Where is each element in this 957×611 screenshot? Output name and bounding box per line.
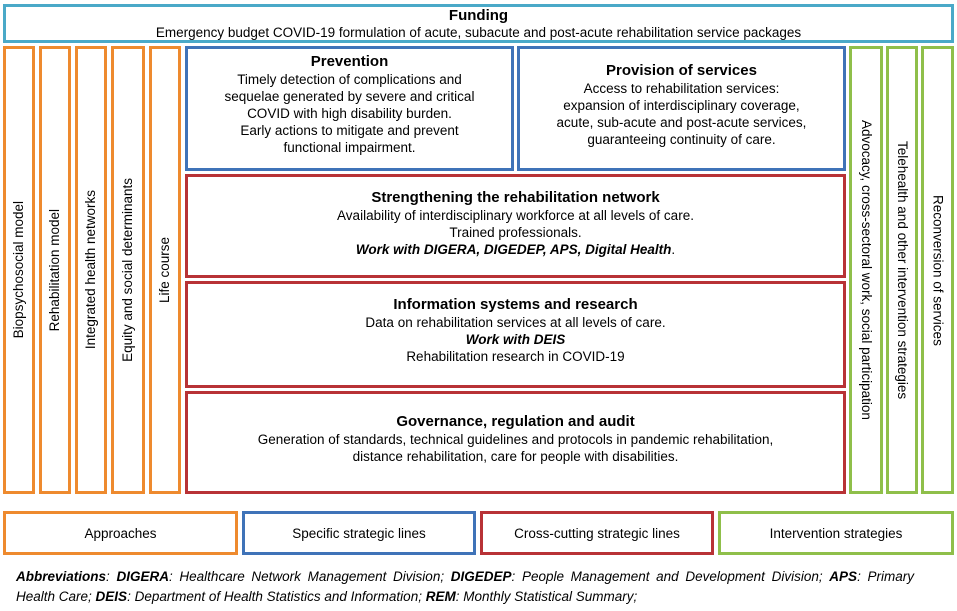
- information-title: Information systems and research: [393, 296, 638, 313]
- strengthening-box: Strengthening the rehabilitation network…: [185, 174, 846, 278]
- funding-title: Funding: [448, 7, 509, 24]
- governance-title: Governance, regulation and audit: [396, 413, 635, 430]
- provision-line: expansion of interdisciplinary coverage,: [563, 98, 800, 113]
- governance-box: Governance, regulation and audit Generat…: [185, 391, 846, 494]
- provision-line: acute, sub-acute and post-acute services…: [556, 115, 807, 130]
- abbreviations: Abbreviations: DIGERA: Healthcare Networ…: [16, 569, 914, 604]
- abbr-term: APS: [829, 569, 858, 584]
- approach-label: Rehabilitation model: [47, 208, 62, 332]
- legend-approaches-label: Approaches: [84, 525, 157, 541]
- abbr-definition: : People Management and Development Divi…: [511, 569, 830, 584]
- strengthening-title: Strengthening the rehabilitation network: [371, 189, 660, 206]
- approach-label: Integrated health networks: [83, 190, 98, 350]
- provision-box: Provision of services Access to rehabili…: [517, 46, 846, 171]
- governance-line: distance rehabilitation, care for people…: [352, 449, 679, 464]
- information-box: Information systems and research Data on…: [185, 281, 846, 388]
- strengthening-line: Availability of interdisciplinary workfo…: [337, 208, 694, 223]
- approach-life-course: Life course: [149, 46, 181, 494]
- governance-line: Generation of standards, technical guide…: [257, 432, 774, 447]
- provision-title: Provision of services: [606, 62, 757, 79]
- abbr-definition: : Department of Health Statistics and In…: [127, 589, 426, 604]
- approach-integrated-networks: Integrated health networks: [75, 46, 107, 494]
- intervention-label: Reconversion of services: [930, 194, 946, 346]
- strengthening-work-end: .: [671, 242, 676, 257]
- approach-rehabilitation: Rehabilitation model: [39, 46, 71, 494]
- abbr-term: DEIS: [95, 589, 128, 604]
- intervention-label: Advocacy, cross-sectoral work, social pa…: [859, 120, 874, 420]
- strengthening-work: Work with DIGERA, DIGEDEP, APS, Digital …: [355, 242, 672, 257]
- prevention-line: sequelae generated by severe and critica…: [224, 89, 475, 104]
- funding-text: Emergency budget COVID-19 formulation of…: [155, 25, 802, 40]
- legend-intervention-label: Intervention strategies: [769, 525, 903, 541]
- prevention-line: COVID with high disability burden.: [247, 106, 452, 121]
- legend-cross-label: Cross-cutting strategic lines: [514, 525, 680, 541]
- abbr-definition: : Monthly Statistical Summary;: [455, 589, 638, 604]
- legend-intervention: Intervention strategies: [718, 511, 954, 555]
- information-work: Work with DEIS: [465, 332, 566, 347]
- intervention-label: Telehealth and other intervention strate…: [895, 140, 910, 400]
- strengthening-line: Trained professionals.: [449, 225, 582, 240]
- intervention-advocacy: Advocacy, cross-sectoral work, social pa…: [849, 46, 883, 494]
- approach-label: Equity and social determinants: [120, 178, 135, 362]
- abbr-term: DIGEDEP: [450, 569, 512, 584]
- strengthening-work-line: Work with DIGERA, DIGEDEP, APS, Digital …: [188, 241, 843, 258]
- prevention-box: Prevention Timely detection of complicat…: [185, 46, 514, 171]
- abbr-term: DIGERA: [116, 569, 169, 584]
- information-line: Rehabilitation research in COVID-19: [406, 349, 625, 364]
- intervention-reconversion: Reconversion of services: [921, 46, 954, 494]
- prevention-line: Early actions to mitigate and prevent: [240, 123, 459, 138]
- legend-approaches: Approaches: [3, 511, 238, 555]
- abbr-term: REM: [425, 589, 456, 604]
- prevention-line: Timely detection of complications and: [237, 72, 462, 87]
- funding-box: Funding Emergency budget COVID-19 formul…: [3, 4, 954, 43]
- legend-cross-cutting: Cross-cutting strategic lines: [480, 511, 714, 555]
- abbr-definition: : Primary Health Care;: [16, 569, 914, 604]
- approach-equity: Equity and social determinants: [111, 46, 145, 494]
- prevention-title: Prevention: [310, 53, 389, 70]
- provision-line: Access to rehabilitation services:: [583, 81, 780, 96]
- provision-line: guaranteeing continuity of care.: [587, 132, 776, 147]
- approach-biopsychosocial: Biopsychosocial model: [3, 46, 35, 494]
- legend-specific: Specific strategic lines: [242, 511, 476, 555]
- approach-label: Biopsychosocial model: [11, 201, 26, 339]
- legend-specific-label: Specific strategic lines: [292, 525, 426, 541]
- approach-label: Life course: [157, 236, 172, 304]
- abbreviations-label: Abbreviations: [16, 569, 107, 584]
- intervention-telehealth: Telehealth and other intervention strate…: [886, 46, 918, 494]
- information-line: Data on rehabilitation services at all l…: [365, 315, 666, 330]
- abbr-definition: : Healthcare Network Management Division…: [168, 569, 451, 584]
- prevention-line: functional impairment.: [283, 140, 416, 155]
